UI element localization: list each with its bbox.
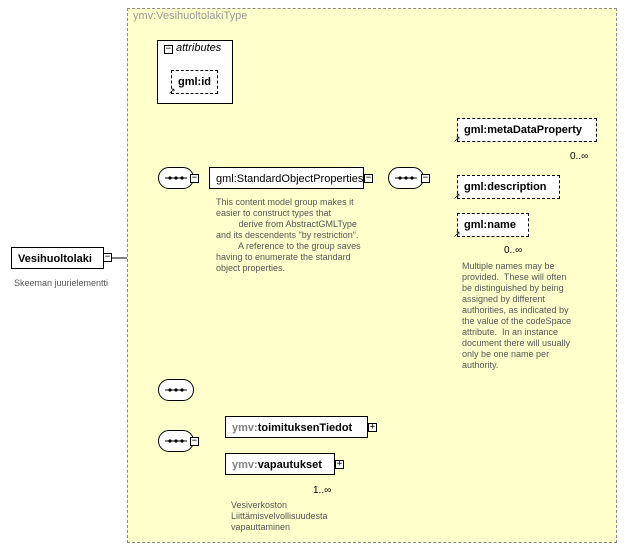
sequence-icon: [395, 176, 417, 180]
reference-arrow-icon: ↗: [168, 86, 176, 96]
element-vapautukset[interactable]: ymv:vapautukset: [225, 453, 338, 478]
root-element-label: Vesihuoltolaki: [18, 253, 92, 265]
vapautukset-annotation: Vesiverkoston Liittämisvelvollisuudesta …: [231, 500, 328, 532]
name-annotation: Multiple names may be provided. These wi…: [462, 261, 572, 370]
group-label: gml:StandardObjectProperties: [216, 173, 364, 185]
reference-arrow-icon: ↗: [453, 191, 461, 201]
element-label: gml:name: [464, 219, 516, 231]
element-expand-icon[interactable]: +: [335, 459, 344, 469]
sequence-compositor-4[interactable]: [158, 430, 194, 452]
sequence-compositor-2[interactable]: [388, 167, 424, 189]
cardinality-label: 0..∞: [570, 151, 589, 162]
sequence-4-collapse-icon[interactable]: −: [190, 436, 199, 446]
element-namespace: ymv:: [232, 459, 258, 471]
attributes-collapse-icon[interactable]: −: [164, 44, 173, 54]
element-gml-metadataproperty[interactable]: gml:metaDataProperty: [457, 118, 597, 142]
group-collapse-icon[interactable]: −: [364, 173, 373, 183]
cardinality-label: 0..∞: [504, 245, 523, 256]
attributes-label: attributes: [176, 42, 222, 54]
cardinality-label: 1..∞: [313, 485, 332, 496]
root-element[interactable]: Vesihuoltolaki: [11, 247, 104, 269]
sequence-compositor-1[interactable]: [158, 167, 194, 189]
element-local-name: vapautukset: [257, 459, 322, 471]
sequence-icon: [165, 439, 187, 443]
element-label: gml:description: [464, 181, 547, 193]
attribute-gml-id-label: gml:id: [178, 76, 211, 88]
sequence-compositor-3[interactable]: [158, 379, 194, 401]
complex-type-title: ymv:VesihuoltolakiType: [133, 10, 248, 22]
element-gml-name[interactable]: gml:name: [457, 213, 529, 237]
element-toimituksentiedot[interactable]: ymv:toimituksenTiedot: [225, 416, 368, 438]
root-annotation: Skeeman juurielementti: [14, 278, 109, 288]
group-standard-object-properties[interactable]: gml:StandardObjectProperties: [209, 167, 364, 189]
element-gml-description[interactable]: gml:description: [457, 175, 560, 199]
element-local-name: toimituksenTiedot: [257, 422, 353, 434]
reference-arrow-icon: ↗: [453, 134, 461, 144]
group-annotation: This content model group makes it easier…: [216, 197, 361, 273]
root-collapse-icon[interactable]: −: [103, 252, 112, 262]
element-label: gml:metaDataProperty: [464, 124, 582, 136]
element-expand-icon[interactable]: +: [368, 422, 377, 432]
reference-arrow-icon: ↗: [453, 229, 461, 239]
sequence-icon: [165, 388, 187, 392]
sequence-icon: [165, 176, 187, 180]
attribute-gml-id[interactable]: gml:id: [171, 70, 218, 94]
element-namespace: ymv:: [232, 422, 258, 434]
sequence-2-collapse-icon[interactable]: −: [421, 173, 430, 183]
sequence-1-collapse-icon[interactable]: −: [190, 173, 199, 183]
